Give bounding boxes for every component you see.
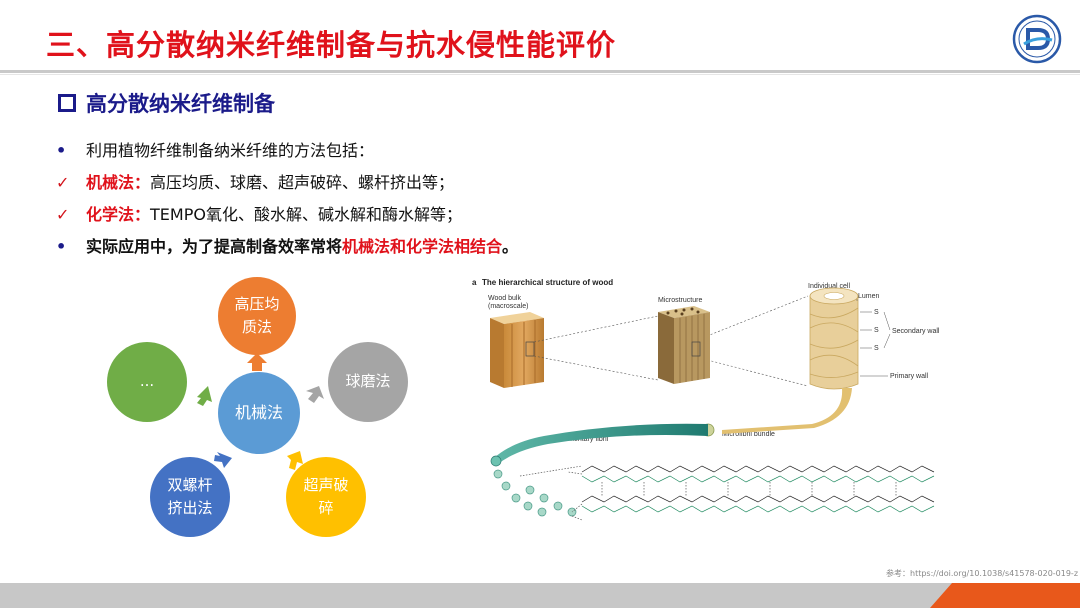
header-divider xyxy=(0,70,1080,73)
label-s3: S xyxy=(874,345,879,352)
footer-accent xyxy=(930,583,1080,608)
arrow-up-icon xyxy=(247,353,267,371)
checkmark-icon: ✓ xyxy=(56,205,70,224)
node-ultrasonic: 超声破碎 xyxy=(286,457,366,537)
checkmark-icon: ✓ xyxy=(56,173,70,192)
label-individual-cell: Individual cell xyxy=(808,283,850,290)
arrow-down-left-icon xyxy=(214,452,232,468)
wood-hierarchy-figure: a The hierarchical structure of wood Woo… xyxy=(472,278,940,521)
label-elementary-fibril: Elementary fibril xyxy=(558,436,609,443)
page-title: 三、高分散纳米纤维制备与抗水侵性能评价 xyxy=(46,28,617,62)
bullet-dot-icon: • xyxy=(56,141,67,160)
label-lumen: Lumen xyxy=(858,293,880,300)
label-s2: S xyxy=(874,327,879,334)
node-ball-milling: 球磨法 xyxy=(328,342,408,422)
arrow-right-icon xyxy=(306,386,324,403)
label-microfibril-bundle: Microfibril bundle xyxy=(722,431,775,438)
reference-citation: 参考：https://doi.org/10.1038/s41578-020-01… xyxy=(886,569,1079,578)
node-high-pressure-homogenization: 高压均质法 xyxy=(218,277,296,355)
glucose-chain xyxy=(493,469,577,517)
cycle-arrows xyxy=(197,353,324,470)
section-square-icon xyxy=(58,94,76,112)
bullet-text: 利用植物纤维制备纳米纤维的方法包括： xyxy=(86,141,375,160)
bullet-line-2: ✓ 机械法：高压均质、球磨、超声破碎、螺杆挤出等； xyxy=(56,169,454,193)
bullet-label: 机械法： xyxy=(86,173,151,192)
node-more: ... xyxy=(107,342,187,422)
microstructure-cube xyxy=(658,306,710,384)
bullet-text: TEMPO氧化、酸水解、碱水解和酶水解等； xyxy=(150,205,462,224)
label-secondary-wall: Secondary wall xyxy=(892,328,940,335)
bullet-line-1: • 利用植物纤维制备纳米纤维的方法包括： xyxy=(56,137,374,161)
label-macroscale: (macroscale) xyxy=(488,303,528,310)
bullet-text: 高压均质、球磨、超声破碎、螺杆挤出等； xyxy=(150,173,455,192)
bullet-line-4: • 实际应用中，为了提高制备效率常将机械法和化学法相结合。 xyxy=(56,233,518,257)
label-wood-bulk: Wood bulk xyxy=(488,295,521,302)
bullet-dot-icon: • xyxy=(56,237,67,256)
individual-cell xyxy=(722,287,891,434)
header-divider-thin xyxy=(0,74,1080,75)
label-primary-wall: Primary wall xyxy=(890,373,929,380)
bullet-highlight: 机械法和化学法相结合 xyxy=(342,237,503,256)
arrow-down-right-icon xyxy=(287,451,303,470)
figure-title: The hierarchical structure of wood xyxy=(482,278,613,287)
bullet-line-3: ✓ 化学法：TEMPO氧化、酸水解、碱水解和酶水解等； xyxy=(56,201,462,225)
figure-panel-label: a xyxy=(472,278,477,287)
label-s1: S xyxy=(874,309,879,316)
fibril-bundle xyxy=(490,423,715,467)
bullet-suffix: 。 xyxy=(502,237,519,256)
section-title: 高分散纳米纤维制备 xyxy=(86,92,275,116)
footer-band xyxy=(0,583,1080,608)
bullet-text: 实际应用中，为了提高制备效率常将 xyxy=(86,237,343,256)
university-seal-icon xyxy=(1012,14,1062,64)
bullet-label: 化学法： xyxy=(86,205,151,224)
node-center-mechanical: 机械法 xyxy=(218,372,300,454)
node-twin-screw: 双螺杆挤出法 xyxy=(150,457,230,537)
cycle-diagram: 高压均质法 球磨法 超声破碎 双螺杆挤出法 ... 机械法 xyxy=(100,265,420,560)
wood-bulk-cube xyxy=(490,312,544,388)
cellulose-structure xyxy=(519,465,935,521)
label-microstructure: Microstructure xyxy=(658,297,702,304)
arrow-left-icon xyxy=(197,386,212,406)
